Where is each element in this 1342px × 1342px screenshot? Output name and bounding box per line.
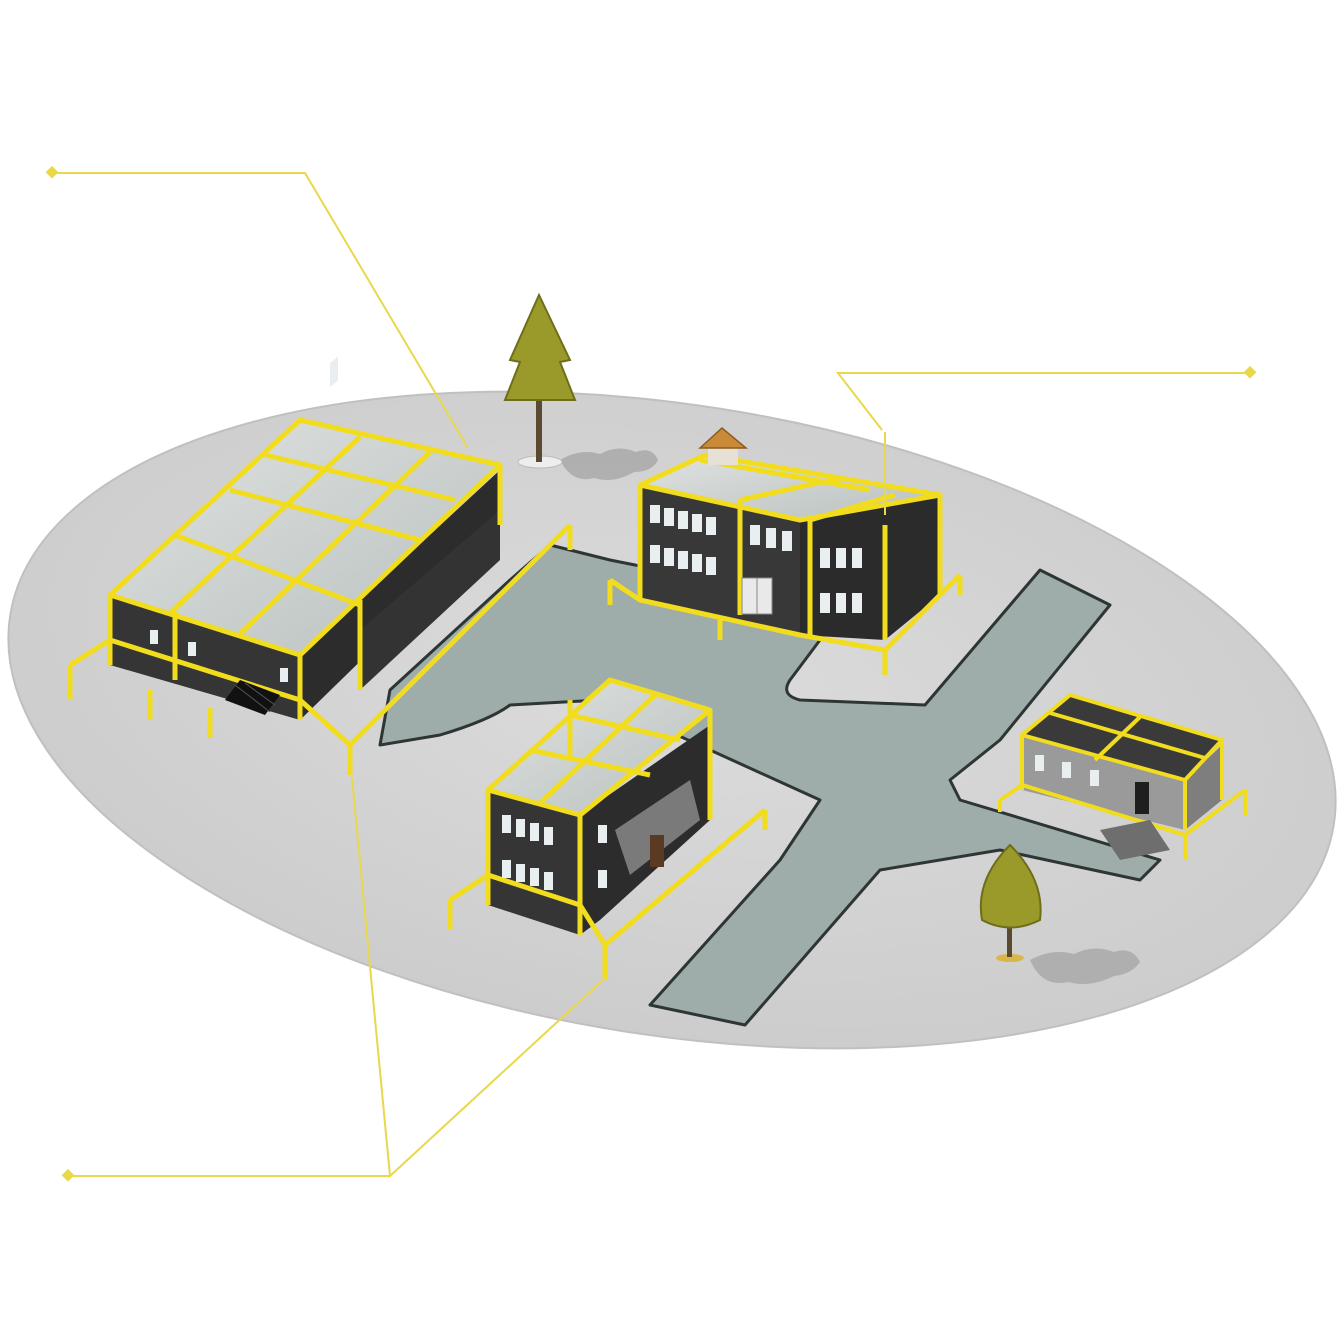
- gazebo-icon: [698, 427, 749, 465]
- small-building-front[interactable]: [447, 677, 768, 980]
- large-building[interactable]: [67, 356, 573, 775]
- callout-top-left: [52, 172, 469, 449]
- tree-icon: [503, 292, 577, 469]
- tree-shadows: [560, 448, 1140, 984]
- callout-lines: [52, 172, 1250, 1177]
- tree-icon: [979, 843, 1042, 962]
- door-icon: [650, 835, 664, 867]
- small-building-right[interactable]: [998, 693, 1247, 860]
- door-icon: [741, 577, 773, 615]
- callout-top-right: [835, 372, 1250, 431]
- road-network: [378, 543, 1162, 1027]
- office-building[interactable]: [607, 427, 963, 675]
- door-icon: [1135, 782, 1149, 814]
- solar-panel-icon: [225, 680, 280, 715]
